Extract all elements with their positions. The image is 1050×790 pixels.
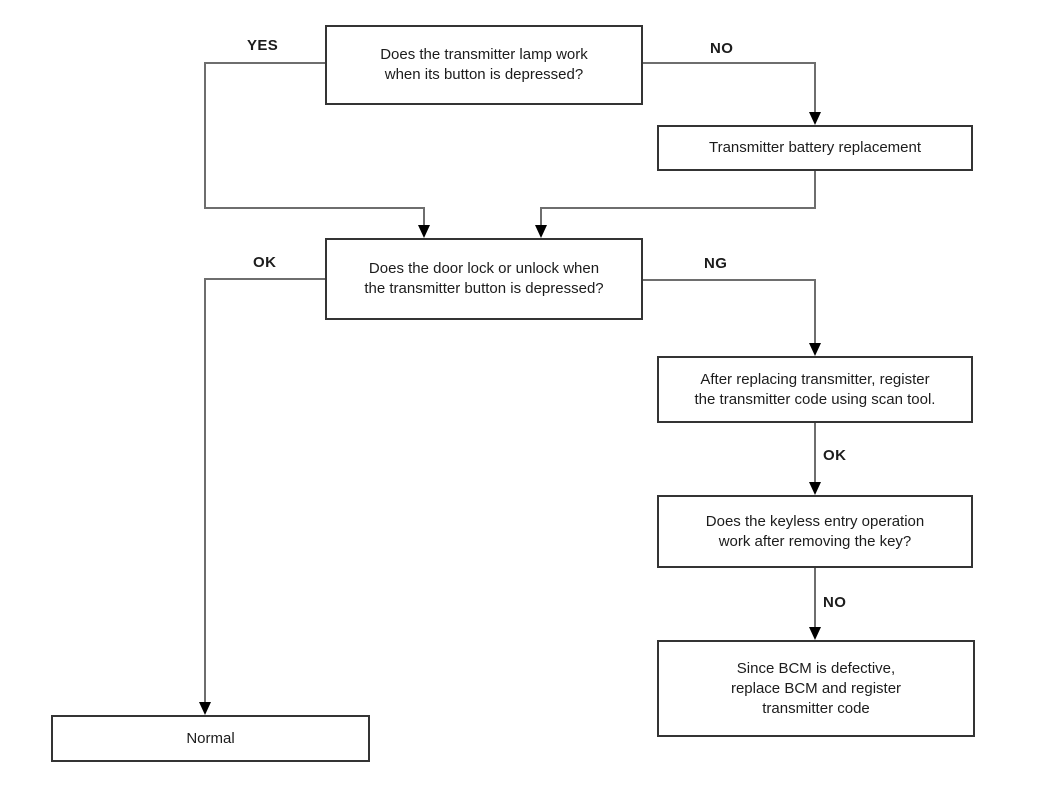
arrowhead-no-into-battery-replacement — [809, 112, 821, 125]
node-text-line: work after removing the key? — [718, 532, 912, 550]
arrowhead-ok-into-keyless-question — [809, 482, 821, 495]
flow-node-register-transmitter-code: After replacing transmitter, register th… — [657, 356, 973, 423]
edge-label-ng: NG — [704, 255, 728, 272]
node-text-line: After replacing transmitter, register — [700, 370, 930, 388]
connector-ng-horizontal — [641, 279, 816, 281]
arrowhead-battery-into-door-lock-question — [535, 225, 547, 238]
node-text-line: replace BCM and register — [730, 679, 902, 697]
node-text-line: Since BCM is defective, — [736, 659, 896, 677]
connector-battery-return-vertical — [814, 171, 816, 209]
node-text-line: the transmitter button is depressed? — [364, 280, 604, 297]
arrowhead-no-into-bcm-replace — [809, 627, 821, 640]
arrowhead-ng-into-register-code — [809, 343, 821, 356]
edge-label-ok-register: OK — [823, 447, 847, 464]
flow-node-door-lock-question: Does the door lock or unlock when the tr… — [325, 238, 643, 320]
connector-yes-horizontal-top — [205, 62, 327, 64]
flow-node-normal: Normal — [51, 715, 370, 762]
edge-label-ok: OK — [253, 254, 277, 271]
connector-battery-return-horizontal — [540, 207, 816, 209]
connector-ng-drop — [814, 279, 816, 345]
node-text-line: Does the door lock or unlock when — [368, 260, 600, 277]
connector-no-horizontal — [641, 62, 816, 64]
connector-no-drop — [814, 62, 816, 114]
edge-label-no-keyless: NO — [823, 594, 847, 611]
connector-ok-vertical-long — [204, 278, 206, 704]
connector-ok-horizontal — [205, 278, 327, 280]
connector-yes-drop — [423, 207, 425, 227]
flow-node-transmitter-lamp-question: Does the transmitter lamp work when its … — [325, 25, 643, 105]
connector-yes-vertical — [204, 62, 206, 209]
arrowhead-ok-into-normal — [199, 702, 211, 715]
edge-label-yes: YES — [247, 37, 279, 54]
flow-node-battery-replacement: Transmitter battery replacement — [657, 125, 973, 171]
node-text-line: Transmitter battery replacement — [708, 139, 922, 156]
node-text-line: when its button is depressed? — [384, 66, 584, 83]
connector-battery-return-drop — [540, 207, 542, 227]
node-text-line: Does the transmitter lamp work — [380, 46, 588, 63]
edge-label-no: NO — [710, 40, 734, 57]
arrowhead-yes-into-door-lock-question — [418, 225, 430, 238]
connector-register-to-keyless — [814, 423, 816, 484]
node-text-line: transmitter code — [762, 699, 870, 717]
flow-node-keyless-entry-question: Does the keyless entry operation work af… — [657, 495, 973, 568]
node-text-line: the transmitter code using scan tool. — [694, 390, 936, 408]
connector-yes-horizontal-bottom — [204, 207, 425, 209]
node-text-line: Normal — [186, 729, 235, 747]
flow-node-replace-bcm: Since BCM is defective, replace BCM and … — [657, 640, 975, 737]
connector-keyless-to-bcm — [814, 568, 816, 629]
node-text-line: Does the keyless entry operation — [705, 512, 925, 530]
